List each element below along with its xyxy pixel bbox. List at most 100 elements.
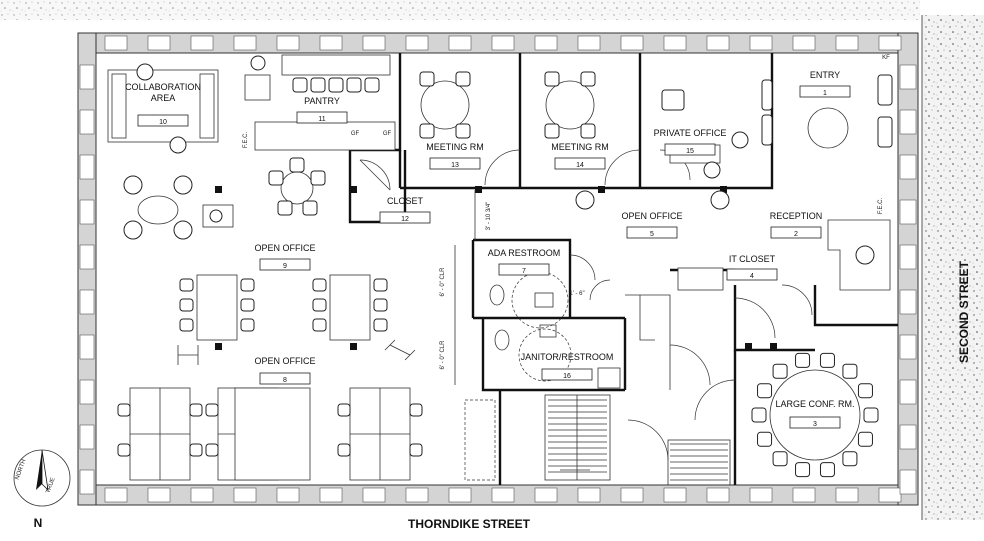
chair — [328, 77, 344, 93]
chair — [310, 77, 326, 93]
exterior-grade — [0, 0, 920, 20]
room-number-7: 7 — [522, 268, 526, 275]
dimension-lines: 3' - 10 3/4" 6' - 0" CLR 6' - 0" CLR 1' … — [440, 190, 585, 385]
room-name-15: PRIVATE OFFICE — [654, 128, 727, 138]
room-number-3: 3 — [813, 421, 817, 428]
room-number-box-8 — [259, 372, 311, 385]
dimension-text-3: 6' - 0" CLR — [440, 340, 446, 370]
chair — [123, 175, 143, 195]
room-number-box-1 — [799, 85, 851, 98]
furniture — [107, 54, 893, 481]
dimension-text-4: 1' - 6" — [569, 291, 584, 297]
gf-note-2: GF — [383, 131, 392, 137]
chair — [757, 431, 773, 447]
street-label-east: SECOND STREET — [957, 260, 971, 363]
chair — [772, 363, 788, 379]
chair — [419, 71, 435, 87]
chair — [863, 407, 879, 423]
chair — [312, 318, 327, 332]
kf-note: KF — [882, 55, 890, 61]
room-name-2: RECEPTION — [770, 211, 823, 221]
chair — [419, 123, 435, 139]
chair — [580, 123, 596, 139]
chair — [240, 278, 255, 292]
chair — [310, 170, 326, 186]
chair — [877, 116, 893, 148]
chair — [289, 157, 305, 173]
chair — [337, 403, 351, 417]
chair — [337, 443, 351, 457]
chair — [179, 318, 194, 332]
room-number-2: 2 — [794, 231, 798, 238]
chair — [580, 71, 596, 87]
stair-core — [464, 294, 731, 486]
chair — [373, 278, 388, 292]
chair — [409, 403, 423, 417]
room-number-box-16 — [541, 368, 593, 381]
room-name-9: OPEN OFFICE — [254, 243, 315, 253]
chair — [277, 200, 293, 216]
room-number-box-5 — [626, 226, 678, 239]
chair — [877, 74, 893, 106]
chair — [117, 443, 131, 457]
chair — [205, 403, 219, 417]
room-name-13: MEETING RM — [426, 142, 484, 152]
room-number-10: 10 — [159, 119, 167, 126]
compass-tick-2: TRUE — [45, 477, 56, 494]
chair — [123, 220, 143, 240]
north-arrow: NORTH TRUE N — [13, 449, 71, 530]
chair — [857, 383, 873, 399]
chair — [205, 443, 219, 457]
compass-label: N — [34, 516, 43, 530]
chair — [409, 443, 423, 457]
street-label-south: THORNDIKE STREET — [408, 517, 531, 531]
chair — [761, 79, 773, 111]
chair — [819, 462, 835, 478]
chair — [757, 383, 773, 399]
room-number-12: 12 — [401, 216, 409, 223]
room-number-box-2 — [770, 226, 822, 239]
room-number-9: 9 — [283, 263, 287, 270]
room-number-4: 4 — [750, 273, 754, 280]
room-name-8: OPEN OFFICE — [254, 356, 315, 366]
chair — [268, 170, 284, 186]
chair — [364, 77, 380, 93]
room-number-box-7 — [498, 263, 550, 276]
window-bays — [79, 35, 917, 503]
chair — [189, 403, 203, 417]
room-number-13: 13 — [451, 162, 459, 169]
chair — [312, 278, 327, 292]
room-number-box-12 — [379, 211, 431, 224]
chair — [842, 451, 858, 467]
room-name-1: ENTRY — [810, 70, 840, 80]
chair — [761, 114, 773, 146]
room-name-14: MEETING RM — [551, 142, 609, 152]
chair — [373, 298, 388, 312]
north-arrow-icon — [36, 450, 42, 490]
chair — [819, 352, 835, 368]
room-number-box-3 — [789, 416, 841, 429]
chair — [179, 278, 194, 292]
room-number-box-11 — [296, 111, 348, 124]
chair — [292, 77, 308, 93]
dimension-text-1: 3' - 10 3/4" — [486, 202, 492, 231]
room-number-8: 8 — [283, 377, 287, 384]
chair — [842, 363, 858, 379]
chair — [544, 123, 560, 139]
chair — [179, 298, 194, 312]
room-number-box-4 — [726, 268, 778, 281]
room-number-11: 11 — [318, 116, 325, 123]
room-name-10-line2: AREA — [151, 93, 176, 103]
chair — [173, 220, 193, 240]
room-number-15: 15 — [686, 148, 694, 155]
room-number-16: 16 — [563, 373, 571, 380]
dimension-text-2: 6' - 0" CLR — [440, 267, 446, 297]
room-number-box-14 — [554, 157, 606, 170]
sidewalk — [922, 15, 984, 520]
fec-note-1: F.E.C. — [243, 132, 249, 149]
room-number-box-9 — [259, 258, 311, 271]
chair — [117, 403, 131, 417]
chair — [795, 462, 811, 478]
